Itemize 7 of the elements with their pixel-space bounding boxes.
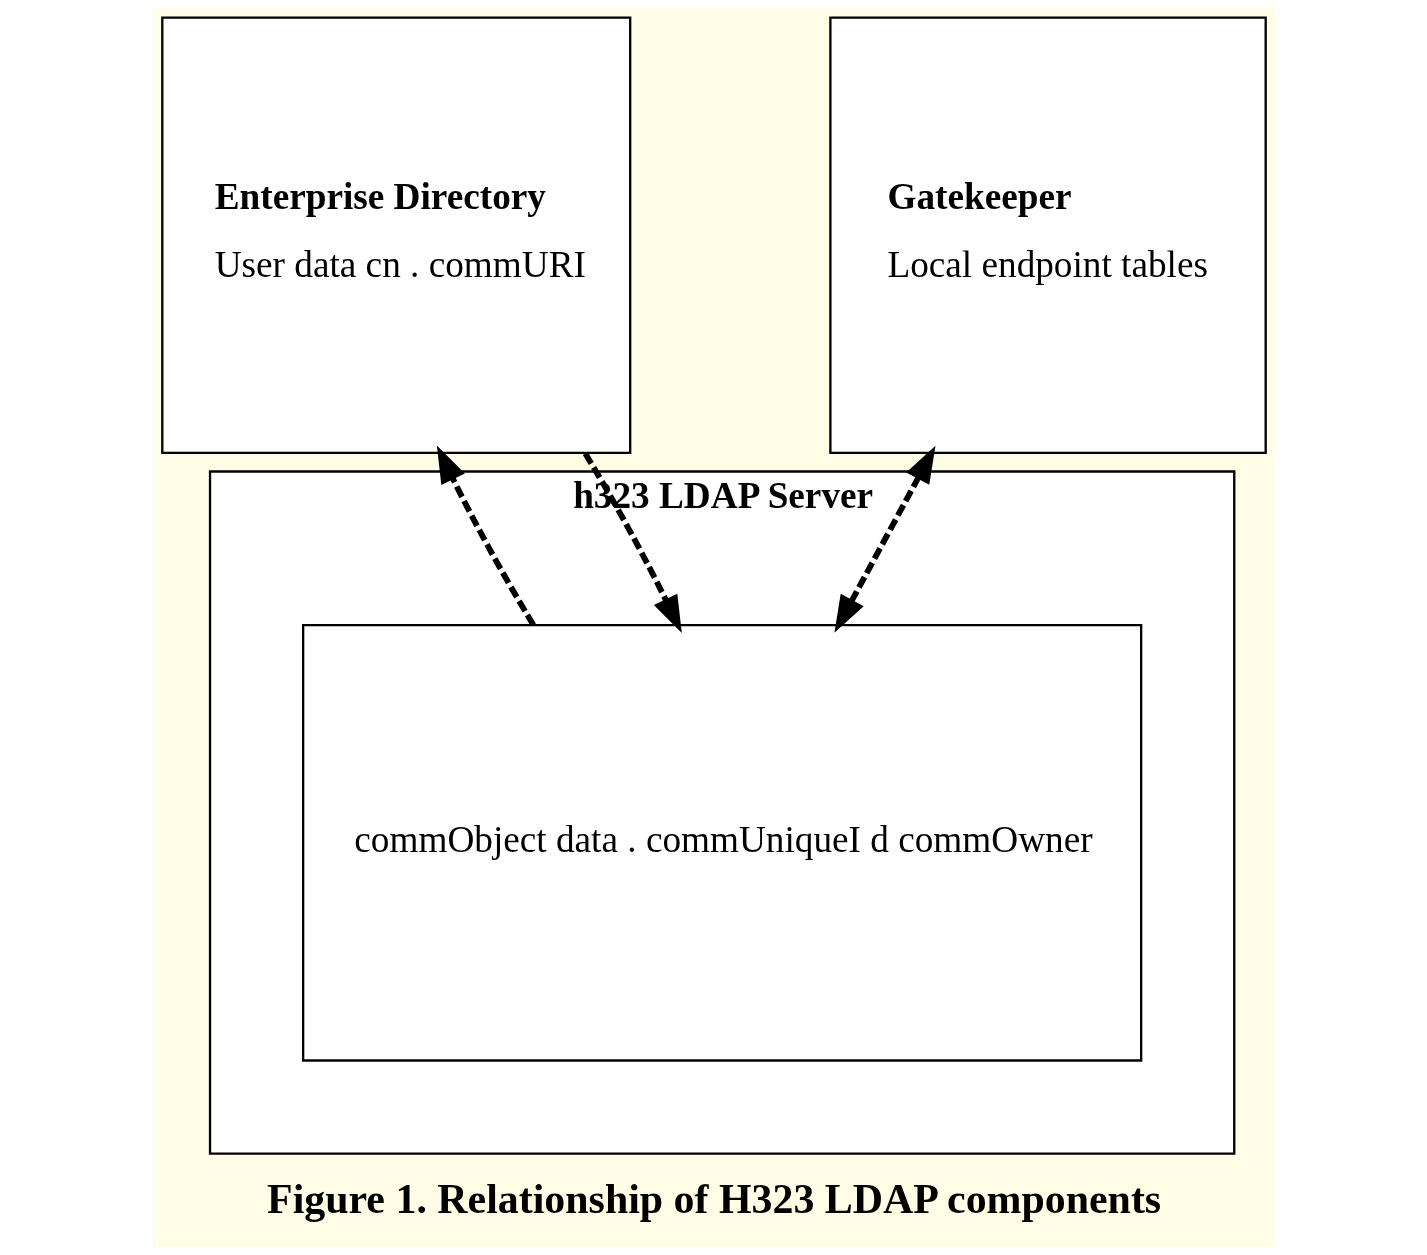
- node-box: Gatekeeper Local endpoint tables: [828, 16, 1267, 455]
- caption: Figure 1. Relationship of H323 LDAP components: [266, 1175, 1161, 1222]
- node-box: Enterprise Directory User data cn . commURI: [160, 16, 631, 455]
- arrow: [833, 445, 935, 633]
- node-box: commObject data . commUniqueI d commOwner: [301, 624, 1142, 1062]
- arrow: [436, 445, 536, 627]
- arrow: [582, 452, 682, 633]
